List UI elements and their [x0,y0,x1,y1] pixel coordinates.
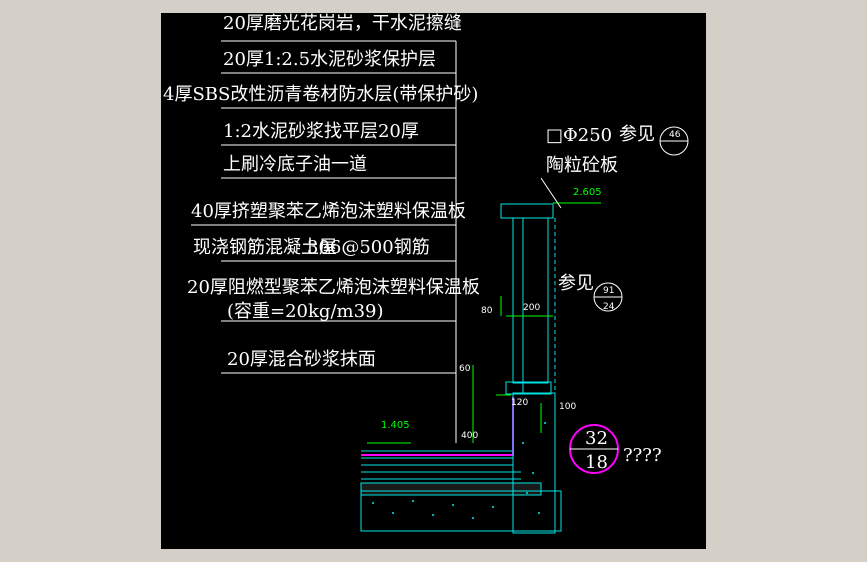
note-rc-roof: 现浇钢筋混凝土屋 [193,237,337,258]
detail-ref-top: 32 [585,428,608,449]
slab-top-band [360,482,542,496]
parapet-lower [512,392,556,534]
dimension-lines [367,202,601,444]
note-granite: 20厚磨光花岗岩，干水泥擦缝 [223,13,462,34]
elev-roof: 1.405 [381,420,410,431]
dim-400: 400 [461,431,478,441]
note-leveling: 1:2水泥砂浆找平层20厚 [223,121,419,142]
note-density: (容重=20kg/m39) [227,301,384,322]
parapet-coping-lower [505,381,552,395]
note-eps-board: 20厚阻燃型聚苯乙烯泡沫塑料保温板 [187,277,480,298]
ref-2-top: 91 [603,286,614,296]
ceramsite-cap [500,203,554,219]
unknown-label: ???? [623,445,662,466]
parapet-wall [500,203,556,534]
leader-ceramsite [540,177,562,209]
see-ref-1: 参见 [619,124,655,145]
ref-1-top: 46 [669,130,681,140]
note-leaders [191,40,456,374]
dim-60: 60 [459,364,471,374]
concrete-hatch [372,422,546,519]
detail-ref-bottom: 18 [585,452,608,473]
roof-parapet-detail-drawing: 20厚磨光花岗岩，干水泥擦缝 20厚1:2.5水泥砂浆保护层 4厚SBS改性沥青… [163,13,689,534]
note-mortar-protect: 20厚1:2.5水泥砂浆保护层 [223,49,436,70]
see-ref-2: 参见 [558,273,594,294]
dim-100: 100 [559,402,576,412]
dim-120: 120 [511,398,528,408]
callout-ceramsite: 陶粒砼板 [546,155,618,176]
cad-viewport[interactable]: 20厚磨光花岗岩，干水泥擦缝 20厚1:2.5水泥砂浆保护层 4厚SBS改性沥青… [161,13,706,549]
dim-80: 80 [481,306,493,316]
callout-tile-label: □Φ250 [546,125,612,146]
elev-top: 2.605 [573,187,602,198]
rc-slab [360,490,562,532]
parapet-upper [512,217,549,384]
note-xps-board: 40厚挤塑聚苯乙烯泡沫塑料保温板 [191,201,466,222]
note-rebar: 306@500钢筋 [307,237,430,258]
note-sbs-membrane: 4厚SBS改性沥青卷材防水层(带保护砂) [163,84,478,105]
roof-slab [360,450,562,532]
dim-200: 200 [523,303,540,313]
note-plaster: 20厚混合砂浆抹面 [227,349,376,370]
note-primer: 上刷冷底子油一道 [223,154,367,175]
ref-2-bottom: 24 [603,302,615,312]
